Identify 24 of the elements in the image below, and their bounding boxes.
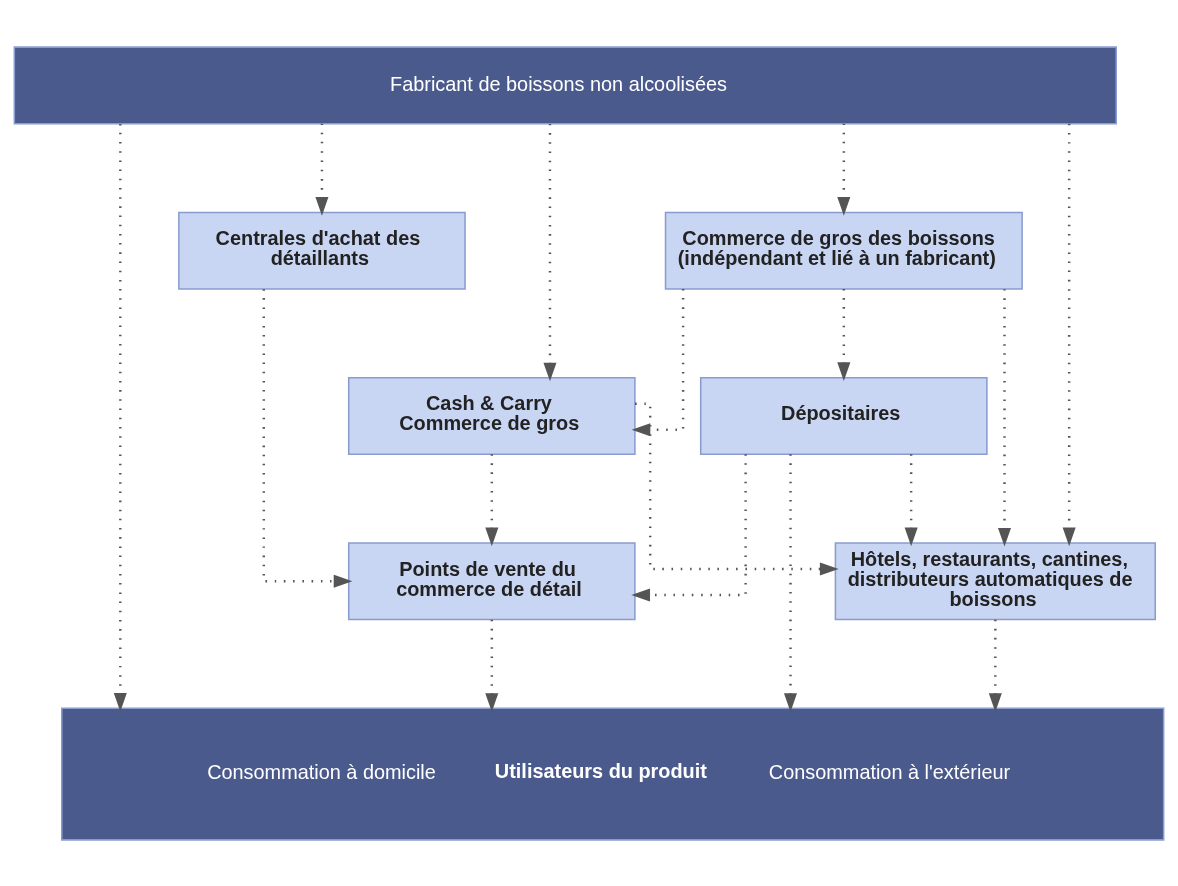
arrow [113, 123, 127, 712]
node-box: Consommation à domicile Utilisateurs du produit Consommation à l'extérieur [61, 707, 1165, 841]
arrow [1062, 123, 1076, 546]
node-box: Dépositaires [699, 376, 988, 455]
arrow [485, 619, 499, 712]
node-box: Fabricant de boissons non alcoolisées [13, 45, 1117, 124]
node-box: Cash & Carry Commerce de gros [347, 376, 636, 455]
arrow [904, 453, 918, 546]
arrow [631, 288, 685, 436]
node-box: Points de vente du commerce de détail [347, 541, 636, 620]
arrow [635, 402, 839, 576]
arrow [543, 123, 557, 381]
arrow [783, 453, 798, 712]
arrow [837, 123, 851, 216]
node-box: Centrales d'achat des détaillants [178, 211, 466, 290]
arrow [997, 288, 1012, 547]
node-box: Commerce de gros des boissons (indépendant et lié à un fabricant) [664, 211, 1023, 290]
arrow [837, 288, 851, 381]
arrow [988, 619, 1002, 712]
arrow [631, 453, 747, 602]
arrow [262, 288, 353, 588]
arrow [485, 453, 499, 546]
node-box: Hôtels, restaurants, cantines, distributeurs automatiques de boissons [834, 541, 1156, 620]
arrow [315, 123, 329, 216]
